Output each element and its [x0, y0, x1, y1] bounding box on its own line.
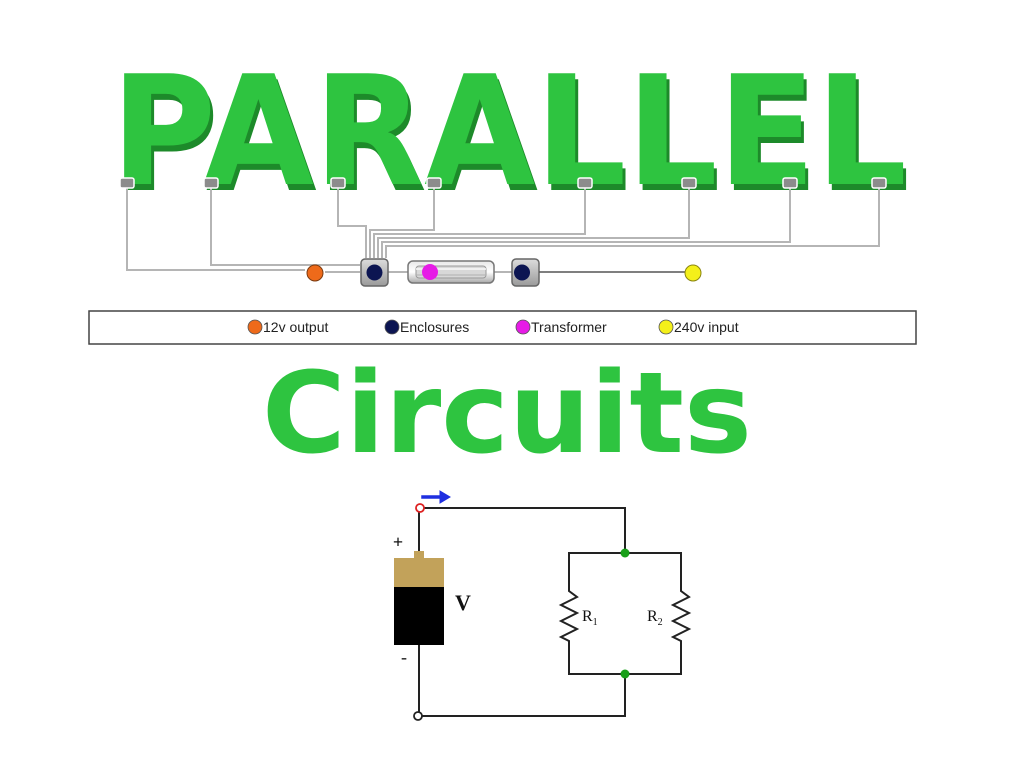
letter-connector [203, 177, 219, 189]
letter-connector [426, 177, 442, 189]
resistor-r2 [670, 552, 692, 675]
legend-label: Enclosures [400, 319, 469, 335]
battery-cap [414, 551, 424, 559]
letter-connector [782, 177, 798, 189]
current-direction-icon [421, 490, 451, 504]
legend-swatch [658, 319, 674, 335]
wire-bottom [417, 673, 626, 717]
transformer-tube [407, 260, 495, 284]
positive-terminal [415, 503, 425, 513]
negative-terminal [413, 711, 423, 721]
wire-7 [381, 184, 791, 258]
circuit-wires [417, 507, 692, 717]
junction-top [620, 548, 630, 558]
resistor-r2-subscript: 2 [658, 617, 663, 628]
wire-6 [377, 184, 690, 258]
wire-top [419, 507, 626, 554]
legend-item: 12v output [247, 319, 328, 335]
resistor-r1-label: R1 [582, 608, 598, 628]
legend-swatch [515, 319, 531, 335]
junction-bottom [620, 669, 630, 679]
page-title: PARALLEL [111, 43, 907, 220]
resistor-r1 [558, 552, 580, 675]
legend-item: Enclosures [384, 319, 469, 335]
title-main-group: PARALLEL PARALLEL [111, 43, 910, 226]
battery-positive-half [394, 558, 444, 587]
wire-8 [385, 184, 880, 258]
resistor-r1-letter: R [582, 608, 593, 625]
resistor-r1-subscript: 1 [593, 617, 598, 628]
legend-item: Transformer [515, 319, 607, 335]
wire-4 [369, 184, 435, 258]
wire-2 [210, 184, 360, 266]
letter-connectors [119, 177, 887, 189]
battery-negative-half [394, 587, 444, 645]
letter-connector [871, 177, 887, 189]
enclosure-dot-2 [514, 264, 530, 281]
wire-5 [373, 184, 586, 258]
wire-1 [126, 184, 305, 271]
legend-swatch [384, 319, 400, 335]
legend-swatch [247, 319, 263, 335]
legend-item: 240v input [658, 319, 739, 335]
legend-box [88, 310, 917, 345]
battery-minus-label: - [401, 647, 407, 667]
legend: 12v output Enclosures Transformer 240v inpu… [88, 310, 917, 345]
letter-connector [577, 177, 593, 189]
enclosure-dot-1 [366, 264, 383, 281]
transformer-dot [422, 264, 438, 280]
letter-connector [119, 177, 135, 189]
resistor-r2-letter: R [647, 608, 658, 625]
wiring-diagram [119, 177, 887, 287]
legend-label: 12v output [263, 319, 328, 335]
wiring-lines [126, 184, 880, 273]
resistor-r2-label: R2 [647, 608, 663, 628]
legend-label: 240v input [674, 319, 739, 335]
title-main-shadow: PARALLEL [114, 49, 910, 226]
voltage-label: V [455, 590, 471, 615]
page-subtitle: Circuits [262, 349, 752, 479]
letter-connector [330, 177, 346, 189]
wire-3 [337, 184, 367, 258]
title-sub-group: Circuits [262, 349, 752, 479]
circuit-schematic: + - V R1 R2 [393, 490, 692, 721]
input-240v-dot [684, 264, 702, 282]
letter-connector [681, 177, 697, 189]
battery-plus-label: + [393, 532, 403, 552]
legend-label: Transformer [531, 319, 607, 335]
legend-items: 12v output Enclosures Transformer 240v inpu… [247, 319, 739, 335]
output-12v-dot [306, 264, 324, 282]
